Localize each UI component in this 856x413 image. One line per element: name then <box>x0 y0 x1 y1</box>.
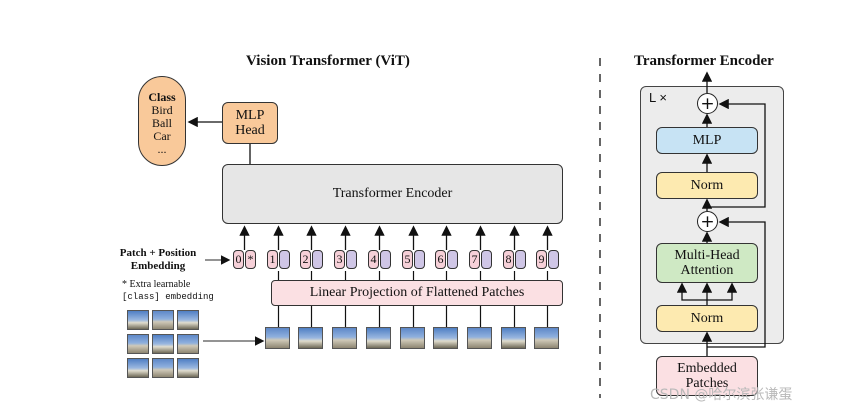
arrow-qkv-left <box>676 282 707 301</box>
patch-thumbnail <box>332 327 357 349</box>
plus-symbol: + <box>700 211 715 232</box>
plus-circle-bottom: + <box>697 211 718 232</box>
image-patch <box>177 310 199 330</box>
plus-symbol: + <box>700 93 715 114</box>
mlp-head-line2: Head <box>235 123 265 138</box>
image-patch <box>177 358 199 378</box>
embedding-label-line1: Patch + Position <box>119 247 197 259</box>
class-item: Car <box>153 129 171 143</box>
position-token: 7 <box>469 250 480 269</box>
class-item: Ball <box>152 116 172 130</box>
encoder-norm-bottom-label: Norm <box>690 310 724 326</box>
patch-token <box>414 250 425 269</box>
encoder-norm-top: Norm <box>656 172 758 199</box>
embedded-line1: Embedded <box>677 361 737 376</box>
image-patch <box>127 334 149 354</box>
position-token: 3 <box>334 250 345 269</box>
class-token: * <box>245 250 256 269</box>
divider <box>599 58 601 398</box>
attention-line1: Multi-Head <box>674 248 740 263</box>
linear-projection-label: Linear Projection of Flattened Patches <box>309 285 525 300</box>
residual-2 <box>707 98 766 208</box>
plus-circle-top: + <box>697 93 718 114</box>
patch-token <box>380 250 391 269</box>
vit-title: Vision Transformer (ViT) <box>246 53 410 69</box>
repeat-label: L × <box>649 90 667 105</box>
arrow-qkv-right <box>707 282 738 301</box>
position-token: 8 <box>503 250 514 269</box>
encoder-mlp-box: MLP <box>656 127 758 154</box>
position-token: 1 <box>267 250 278 269</box>
position-token: 0 <box>233 250 244 269</box>
extra-note: * Extra learnable [class] embedding <box>122 279 214 303</box>
patch-thumbnail <box>467 327 492 349</box>
extra-note-line2: [class] embedding <box>122 292 214 302</box>
patch-thumbnail <box>433 327 458 349</box>
residual-1 <box>707 216 766 348</box>
mlp-head-box: MLP Head <box>222 102 278 144</box>
image-patch <box>177 334 199 354</box>
patch-token <box>346 250 357 269</box>
transformer-encoder-box: Transformer Encoder <box>222 164 563 224</box>
image-patch <box>127 310 149 330</box>
patch-thumbnail <box>366 327 391 349</box>
patch-thumbnail <box>400 327 425 349</box>
patch-thumbnail <box>298 327 323 349</box>
position-token: 4 <box>368 250 379 269</box>
patch-thumbnail <box>265 327 290 349</box>
patch-token <box>447 250 458 269</box>
vit-connectors <box>187 116 553 346</box>
image-patch <box>152 334 174 354</box>
encoder-norm-top-label: Norm <box>690 177 724 193</box>
position-token: 2 <box>300 250 311 269</box>
embedded-line2: Patches <box>685 376 729 391</box>
embedding-label: Patch + Position Embedding <box>112 247 204 273</box>
encoder-connectors <box>676 71 766 356</box>
mlp-head-line1: MLP <box>235 108 265 123</box>
multi-head-attention-box: Multi-Head Attention <box>656 243 758 283</box>
position-token: 9 <box>536 250 547 269</box>
position-token: 5 <box>402 250 413 269</box>
watermark: CSDN @哈尔滨张谦蛋 <box>650 387 793 403</box>
image-patch <box>152 310 174 330</box>
patch-thumbnail <box>534 327 559 349</box>
class-item: ... <box>157 142 167 156</box>
encoder-mlp-label: MLP <box>692 132 722 148</box>
attention-line2: Attention <box>680 263 734 278</box>
encoder-title: Transformer Encoder <box>634 53 774 69</box>
embedded-patches-box: Embedded Patches <box>656 356 758 396</box>
position-token: 6 <box>435 250 446 269</box>
class-box-title: Class <box>148 90 176 104</box>
patch-token <box>312 250 323 269</box>
embedding-label-line2: Embedding <box>130 260 186 272</box>
class-item: Bird <box>151 103 173 117</box>
transformer-encoder-label: Transformer Encoder <box>332 186 453 201</box>
patch-token <box>548 250 559 269</box>
patch-token <box>481 250 492 269</box>
patch-token <box>279 250 290 269</box>
linear-projection-box: Linear Projection of Flattened Patches <box>271 280 563 306</box>
extra-note-line1: * Extra learnable <box>122 279 191 290</box>
image-patch <box>152 358 174 378</box>
class-box: Class Bird Ball Car ... <box>138 76 186 166</box>
image-patch <box>127 358 149 378</box>
patch-thumbnail <box>501 327 526 349</box>
patch-token <box>515 250 526 269</box>
